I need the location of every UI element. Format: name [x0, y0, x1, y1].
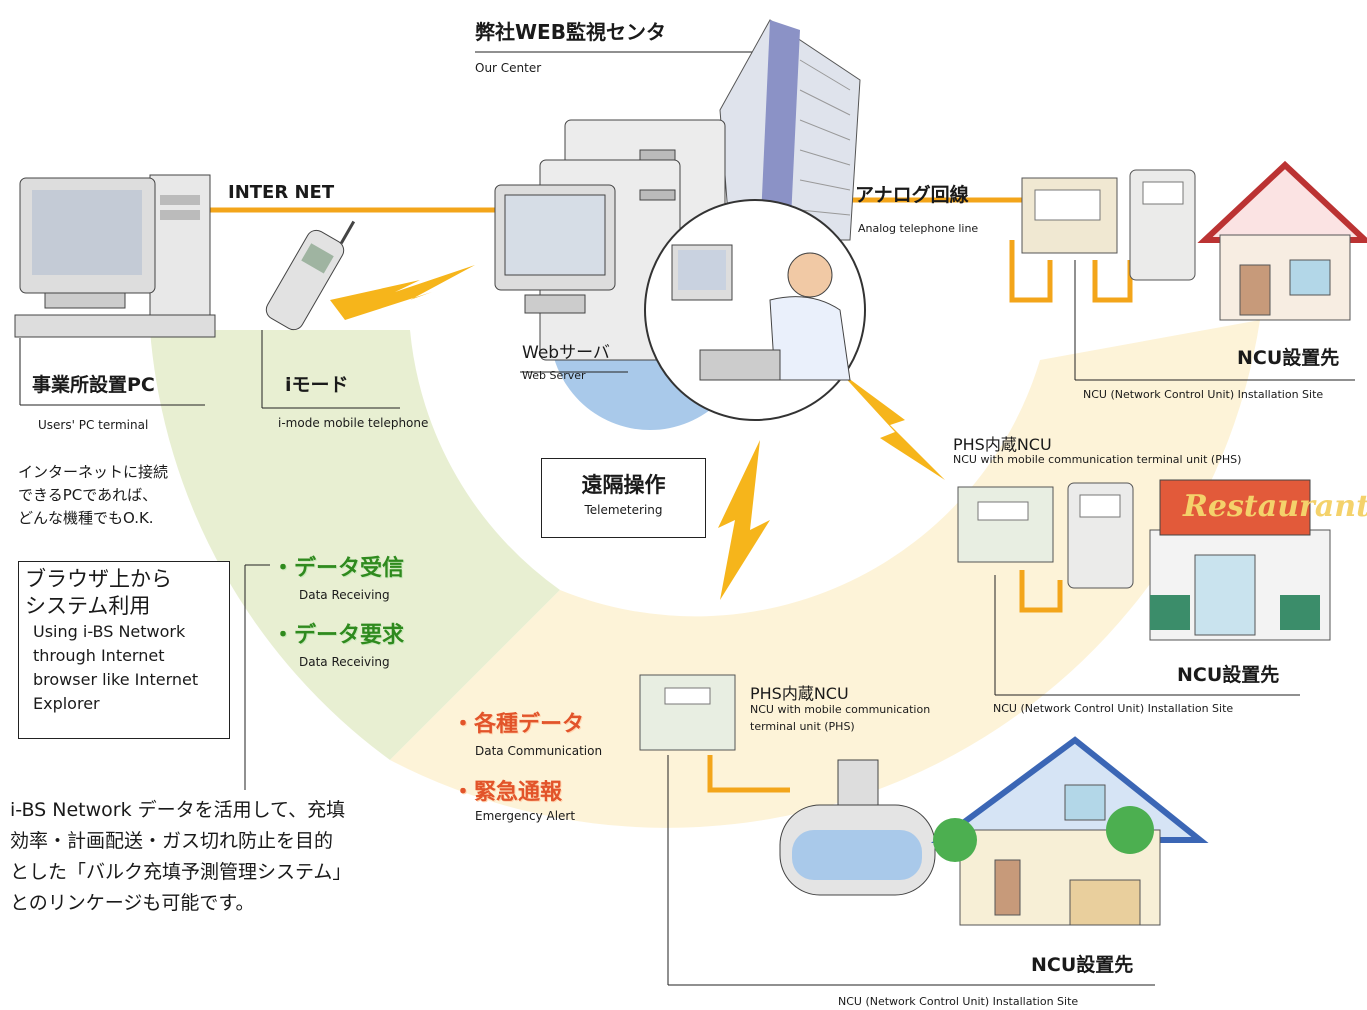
gas-tank: [779, 759, 936, 896]
meter2: [1067, 482, 1134, 589]
restaurant: [1149, 479, 1331, 641]
imode-title: iモード: [285, 374, 349, 396]
phs1-subtitle: NCU with mobile communication terminal u…: [953, 453, 1242, 466]
mobile-phone: [265, 220, 356, 331]
site2-title: NCU設置先: [1177, 664, 1280, 686]
ncu1-device: [1021, 177, 1118, 254]
bulk-note-line: 効率・計画配送・ガス切れ防止を目的: [10, 830, 334, 852]
remote-op-subtitle: Telemetering: [584, 503, 663, 517]
analog-subtitle: Analog telephone line: [858, 222, 979, 235]
house1: [1197, 160, 1367, 321]
any-pc-note-line: インターネットに接続: [18, 463, 169, 481]
server-monitor: [494, 184, 616, 314]
browser-box-desc: Using i-BS Network: [33, 622, 186, 641]
data-receive-label: ・データ受信: [272, 556, 405, 581]
office-pc: [14, 174, 216, 338]
site3-title: NCU設置先: [1031, 954, 1134, 976]
data-receive-sub: Data Receiving: [299, 588, 390, 602]
any-pc-note-line: どんな機種でもO.K.: [18, 509, 154, 527]
green-band: [150, 330, 560, 760]
site1-title: NCU設置先: [1237, 347, 1340, 369]
ncu2-wire: [1019, 570, 1063, 613]
bulk-note-line: とした「バルク充填予測管理システム」: [10, 861, 352, 883]
phs2-sub-line1: NCU with mobile communication: [750, 703, 931, 716]
office-pc-subtitle: Users' PC terminal: [38, 418, 149, 432]
bulk-linkage-note: i-BS Network データを活用して、充填 効率・計画配送・ガス切れ防止を…: [10, 795, 351, 919]
restaurant-sign: Restaurant: [1183, 489, 1367, 524]
ncu3-wire: [707, 755, 790, 793]
lightning-phs1: [840, 372, 945, 480]
lightning-phs2: [718, 440, 770, 600]
browser-box-title: システム利用: [25, 594, 151, 618]
emergency-label: ・緊急通報: [452, 780, 563, 805]
remote-operation-box: 遠隔操作 Telemetering: [541, 458, 706, 538]
internet-label: INTER NET: [228, 182, 335, 203]
browser-box-desc: browser like Internet: [33, 670, 199, 689]
imode-subtitle: i-mode mobile telephone: [278, 416, 429, 430]
operator-circle: [644, 199, 866, 421]
bulk-note-line: i-BS Network データを活用して、充填: [10, 799, 346, 821]
various-data-label: ・各種データ: [452, 712, 585, 737]
browser-box-desc: through Internet: [33, 646, 165, 665]
browser-box-desc: Explorer: [33, 694, 100, 713]
meter1: [1129, 169, 1196, 281]
phs2-sub-line2: terminal unit (PHS): [750, 720, 855, 733]
data-request-label: ・データ要求: [272, 623, 405, 648]
any-pc-note-line: できるPCであれば、: [18, 486, 158, 504]
bulk-note-line: とのリンケージも可能です。: [10, 892, 255, 914]
emergency-sub: Emergency Alert: [475, 809, 576, 823]
yellow-band: [390, 320, 1260, 828]
data-request-sub: Data Receiving: [299, 655, 390, 669]
office-pc-title: 事業所設置PC: [32, 374, 155, 396]
analog-title: アナログ回線: [855, 184, 969, 206]
remote-op-title: 遠隔操作: [581, 473, 666, 497]
center-subtitle: Our Center: [475, 61, 542, 75]
lightning-imode: [330, 265, 475, 320]
ncu1-wire: [1009, 240, 1053, 303]
webserver-subtitle: Web Server: [522, 369, 586, 382]
site2-subtitle: NCU (Network Control Unit) Installation …: [993, 702, 1234, 715]
site3-subtitle: NCU (Network Control Unit) Installation …: [838, 995, 1079, 1008]
any-pc-note: インターネットに接続 できるPCであれば、 どんな機種でもO.K.: [18, 461, 168, 530]
phs2-title: PHS内蔵NCU: [750, 684, 849, 703]
office-building: [719, 19, 861, 241]
center-title: 弊社WEB監視センタ: [475, 20, 666, 44]
browser-box: ブラウザ上から システム利用 Using i-BS Network throug…: [18, 561, 230, 739]
ncu2-device: [957, 486, 1054, 563]
site1-subtitle: NCU (Network Control Unit) Installation …: [1083, 388, 1324, 401]
ncu3-device: [639, 674, 736, 751]
phs1-title: PHS内蔵NCU: [953, 435, 1052, 454]
various-data-sub: Data Communication: [475, 744, 603, 758]
webserver-title: Webサーバ: [522, 343, 610, 363]
house3: [930, 736, 1209, 926]
browser-box-title: ブラウザ上から: [25, 567, 172, 591]
ncu1-meter-wire: [1092, 260, 1133, 303]
